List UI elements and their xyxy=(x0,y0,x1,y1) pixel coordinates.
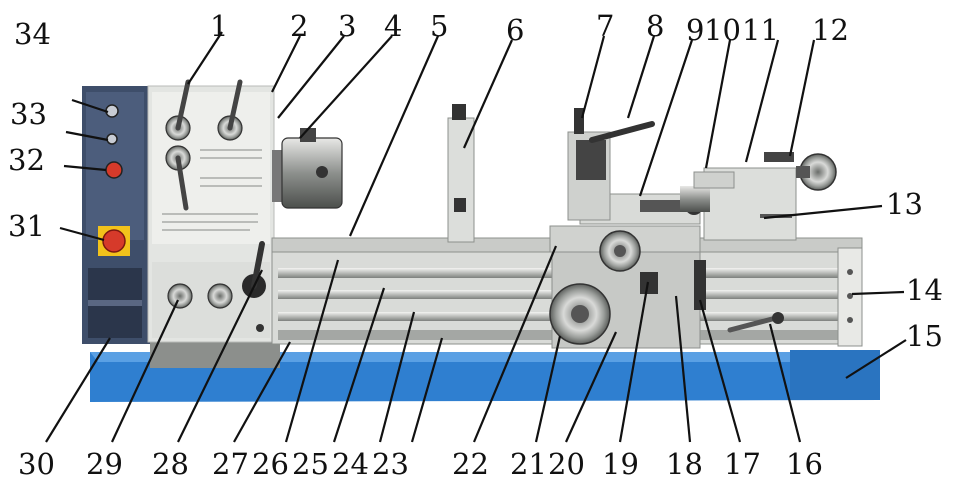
tool-post-lever xyxy=(589,121,655,143)
chuck xyxy=(281,137,343,209)
callout-31: 31 xyxy=(8,209,45,243)
speed-lever-1 xyxy=(175,79,191,131)
callout-16: 16 xyxy=(786,447,823,481)
speed-lever-3 xyxy=(175,155,189,211)
half-nut-lever xyxy=(694,260,706,310)
callout-19: 19 xyxy=(602,447,639,481)
panel-text-lines xyxy=(162,149,262,231)
clutch-rod-knob xyxy=(772,312,784,324)
callout-12: 12 xyxy=(812,13,849,47)
apron-handwheel-large-hub xyxy=(571,305,589,323)
callout-10: 10 xyxy=(704,13,741,47)
callout-33: 33 xyxy=(10,97,47,131)
callout-11: 11 xyxy=(742,13,779,47)
speed-lever-2 xyxy=(227,79,243,131)
callout-34: 34 xyxy=(14,17,51,51)
callout-24: 24 xyxy=(332,447,369,481)
bracket-bolt-3 xyxy=(847,317,853,323)
callout-13: 13 xyxy=(886,187,923,221)
tray-right-end xyxy=(790,350,880,400)
callout-6: 6 xyxy=(506,13,524,47)
callout-21: 21 xyxy=(510,447,547,481)
indicator-light-33 xyxy=(106,133,118,145)
callout-22: 22 xyxy=(452,447,489,481)
steady-rest-column xyxy=(447,117,475,243)
callout-2: 2 xyxy=(290,9,308,43)
steady-rest-knob xyxy=(454,198,466,212)
callout-4: 4 xyxy=(384,9,402,43)
gearbox-screw xyxy=(256,324,264,332)
callout-8: 8 xyxy=(646,9,664,43)
tailstock-clamp-lever xyxy=(764,152,794,162)
callout-28: 28 xyxy=(152,447,189,481)
callout-17: 17 xyxy=(724,447,761,481)
callout-29: 29 xyxy=(86,447,123,481)
tailstock-screw xyxy=(796,166,810,178)
feed-lever xyxy=(640,272,658,294)
emergency-stop-button xyxy=(102,229,126,253)
callout-14: 14 xyxy=(906,273,943,307)
callout-3: 3 xyxy=(338,9,356,43)
callout-15: 15 xyxy=(906,319,943,353)
tailstock-quill xyxy=(680,186,710,212)
callout-7: 7 xyxy=(596,9,614,43)
bracket-bolt-1 xyxy=(847,269,853,275)
callout-30: 30 xyxy=(18,447,55,481)
callout-18: 18 xyxy=(666,447,703,481)
callout-26: 26 xyxy=(252,447,289,481)
callout-20: 20 xyxy=(548,447,585,481)
clutch-rod-lever xyxy=(727,315,779,333)
spindle-nose xyxy=(272,150,284,202)
headstock-upper-panel xyxy=(152,92,270,244)
feed-dial-right xyxy=(207,283,233,309)
callout-1: 1 xyxy=(210,9,228,43)
chuck-jaw xyxy=(300,128,316,142)
tool-post-stud xyxy=(574,108,584,134)
tool-post xyxy=(576,140,606,180)
feed-dial-left xyxy=(167,283,193,309)
steady-rest-top xyxy=(452,104,466,120)
callout-9: 9 xyxy=(686,13,704,47)
callout-27: 27 xyxy=(212,447,249,481)
callout-23: 23 xyxy=(372,447,409,481)
leader-lines xyxy=(45,31,907,443)
bracket-bolt-2 xyxy=(847,293,853,299)
cabinet-lower-stripe xyxy=(88,300,142,306)
callout-5: 5 xyxy=(430,9,448,43)
apron-handwheel-small-hub xyxy=(614,245,626,257)
callout-25: 25 xyxy=(292,447,329,481)
callout-numbers: 1 2 3 4 5 6 7 8 9 10 11 12 13 14 15 34 3… xyxy=(8,9,943,481)
callout-32: 32 xyxy=(8,143,45,177)
push-button-32 xyxy=(105,161,123,179)
tailstock-barrel xyxy=(693,171,735,189)
feed-selector-lever xyxy=(251,241,265,289)
chuck-center xyxy=(316,166,328,178)
lathe-machine xyxy=(82,79,880,402)
